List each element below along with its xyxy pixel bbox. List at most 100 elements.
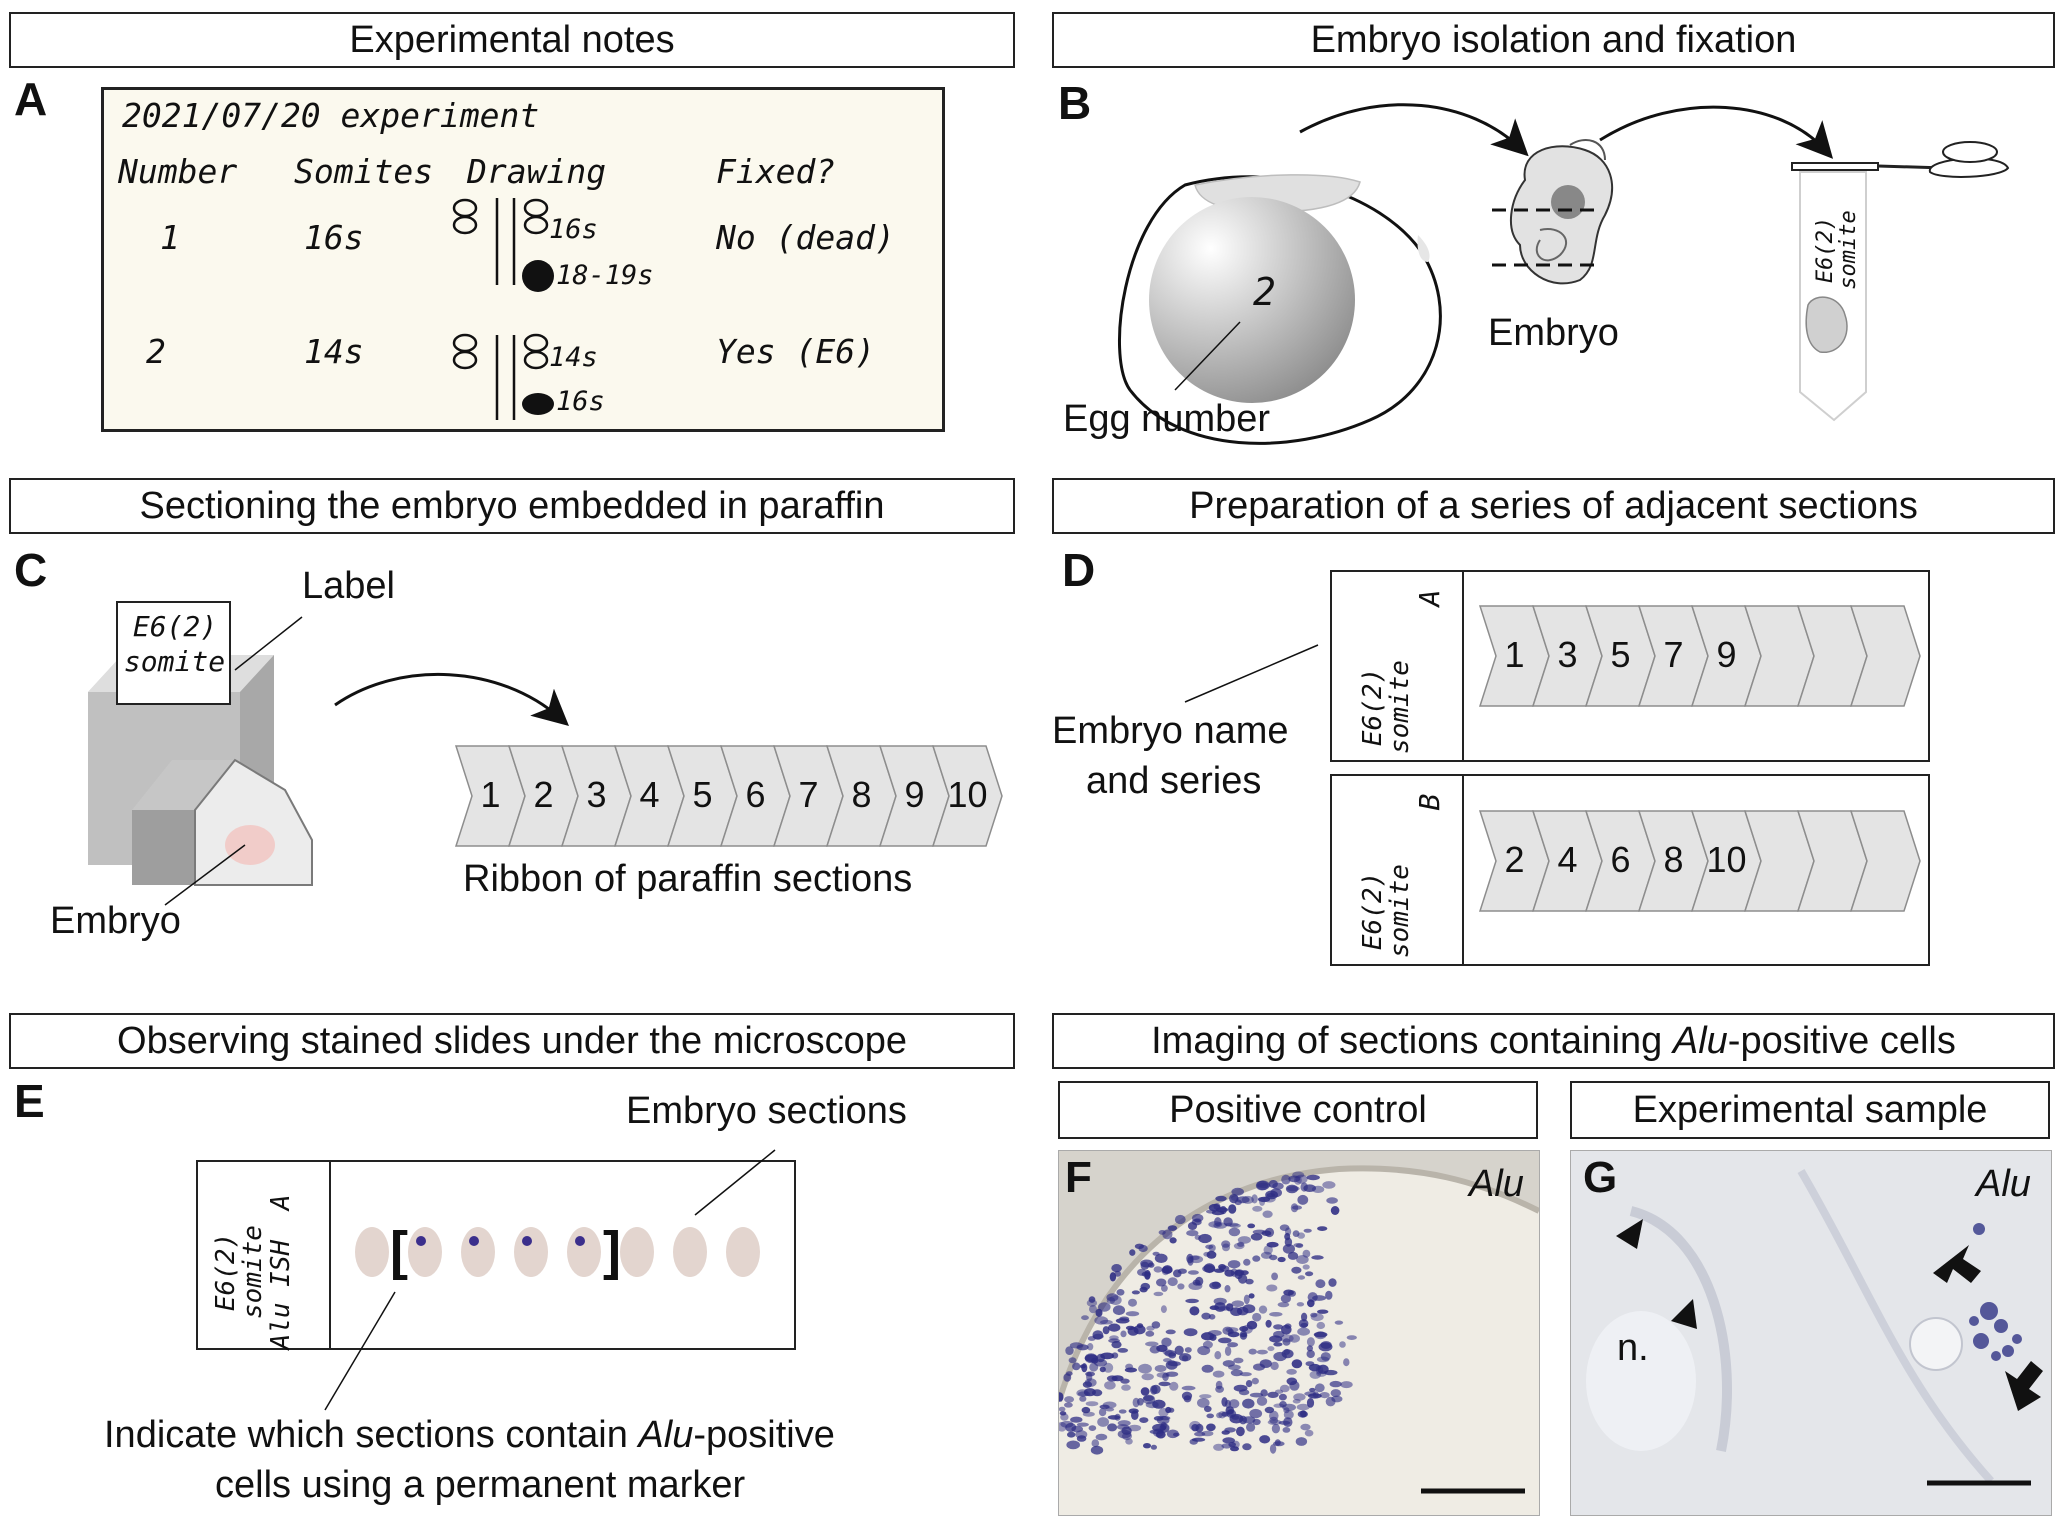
stained-cell (1102, 1401, 1117, 1409)
stained-cell (1099, 1366, 1106, 1373)
stained-cell (1316, 1321, 1326, 1330)
slide-label-part: E6(2) (211, 1232, 241, 1312)
embedded-embryo (225, 825, 275, 865)
label-leader (234, 616, 303, 671)
stained-cell (1214, 1302, 1226, 1312)
stained-cell (1280, 1294, 1291, 1303)
stained-cell (1274, 1389, 1284, 1394)
stained-cell (1106, 1297, 1116, 1304)
dead-embryo-mark (522, 260, 554, 292)
ribbon-section-number: 5 (692, 774, 713, 815)
arrow-embryo-to-tube (1599, 105, 1834, 159)
stained-cell (1330, 1206, 1340, 1215)
stained-slide-label: E6(2) somite Alu ISH A (211, 1177, 313, 1367)
stained-cell (1258, 1305, 1268, 1314)
stained-cell (1282, 1427, 1291, 1433)
stained-cell (1143, 1443, 1151, 1449)
stained-cell (1246, 1320, 1258, 1330)
stained-cell (1236, 1426, 1245, 1437)
stained-cell (1242, 1398, 1255, 1409)
stained-cell (1091, 1439, 1100, 1448)
embryo-section (673, 1227, 707, 1277)
stained-cell (1263, 1195, 1276, 1203)
somite-sketch-row2 (452, 333, 549, 420)
stained-cell (1145, 1330, 1155, 1337)
stained-cell (1245, 1380, 1253, 1388)
notes-row1-draw-bottom: 18-19s (556, 260, 654, 291)
stained-cell (1286, 1368, 1297, 1375)
stained-cell (1221, 1240, 1231, 1248)
stained-cell (1212, 1370, 1225, 1378)
indicate-text: -positive (693, 1414, 835, 1456)
ribbon-section-number: 10 (947, 774, 988, 815)
alu-label-g: Alu (1976, 1163, 2031, 1205)
panel-label-g: G (1583, 1153, 1618, 1202)
stained-cell (1084, 1353, 1098, 1364)
stained-cell (1259, 1435, 1271, 1444)
stained-cell (1224, 1427, 1236, 1433)
stained-cell (1131, 1410, 1139, 1420)
stained-cell (1273, 1330, 1285, 1338)
header-text: -positive cells (1727, 1019, 1956, 1062)
stained-cell (1160, 1305, 1167, 1313)
stained-cell (1088, 1425, 1097, 1431)
stained-cell (1215, 1195, 1227, 1202)
slide-label-part: Alu ISH (265, 1239, 296, 1350)
stained-cell (1137, 1398, 1144, 1406)
stained-cell (1108, 1323, 1121, 1332)
series-a-section-number: 9 (1716, 634, 1737, 675)
stained-cell (1214, 1351, 1222, 1360)
series-b-section-number: 10 (1706, 839, 1747, 880)
notes-row2-draw-bottom: 16s (556, 386, 605, 417)
embryo-section (514, 1227, 548, 1277)
arrow-2 (2005, 1361, 2043, 1411)
stained-cell (1281, 1324, 1292, 1335)
stained-cell (1158, 1381, 1171, 1387)
stained-cell (1260, 1389, 1268, 1397)
series-a-section-number: 3 (1557, 634, 1578, 675)
stained-cell (1291, 1359, 1303, 1369)
embryo-section (567, 1227, 601, 1277)
stained-cell (1153, 1291, 1164, 1297)
series-b-section-number: 8 (1663, 839, 1684, 880)
stained-sections (355, 1227, 760, 1277)
arrow-block-to-ribbon (334, 672, 569, 726)
stained-cell (1209, 1334, 1217, 1341)
slide-label-line: somite (238, 1225, 269, 1319)
stained-cell (1187, 1270, 1199, 1275)
stained-cell (1301, 1312, 1308, 1322)
positive-control-tissue (1059, 1165, 1539, 1515)
stained-cell (1271, 1272, 1278, 1281)
stained-cell (1183, 1395, 1192, 1403)
stained-cell (1282, 1403, 1296, 1412)
stained-cell (1124, 1367, 1137, 1373)
stained-cell (1065, 1346, 1074, 1355)
stained-cell (1215, 1207, 1229, 1213)
stained-cell (1228, 1227, 1241, 1237)
arrowhead-2 (1671, 1299, 1697, 1329)
stained-cell (1162, 1229, 1173, 1240)
stained-cell (1089, 1362, 1099, 1372)
stained-cell (1284, 1237, 1293, 1247)
stained-cell (1194, 1218, 1202, 1223)
notes-col-drawing: Drawing (467, 152, 607, 191)
ribbon-section-number: 7 (798, 774, 819, 815)
notes-col-number: Number (118, 152, 238, 191)
series-a-section-number: 5 (1610, 634, 1631, 675)
stained-cell (1222, 1326, 1233, 1335)
stained-cell (1330, 1389, 1341, 1398)
stained-cell (1097, 1417, 1109, 1427)
stained-cell (1189, 1438, 1198, 1445)
stained-cell (1306, 1349, 1315, 1359)
stained-cell (1181, 1385, 1196, 1391)
stained-cell (1165, 1371, 1179, 1377)
stained-cell (1256, 1396, 1268, 1406)
stained-cell (1227, 1342, 1239, 1348)
stained-cell (1261, 1230, 1272, 1236)
stained-cell (1297, 1232, 1305, 1239)
panel-label-e: E (14, 1075, 45, 1127)
stained-cell (1252, 1205, 1263, 1212)
